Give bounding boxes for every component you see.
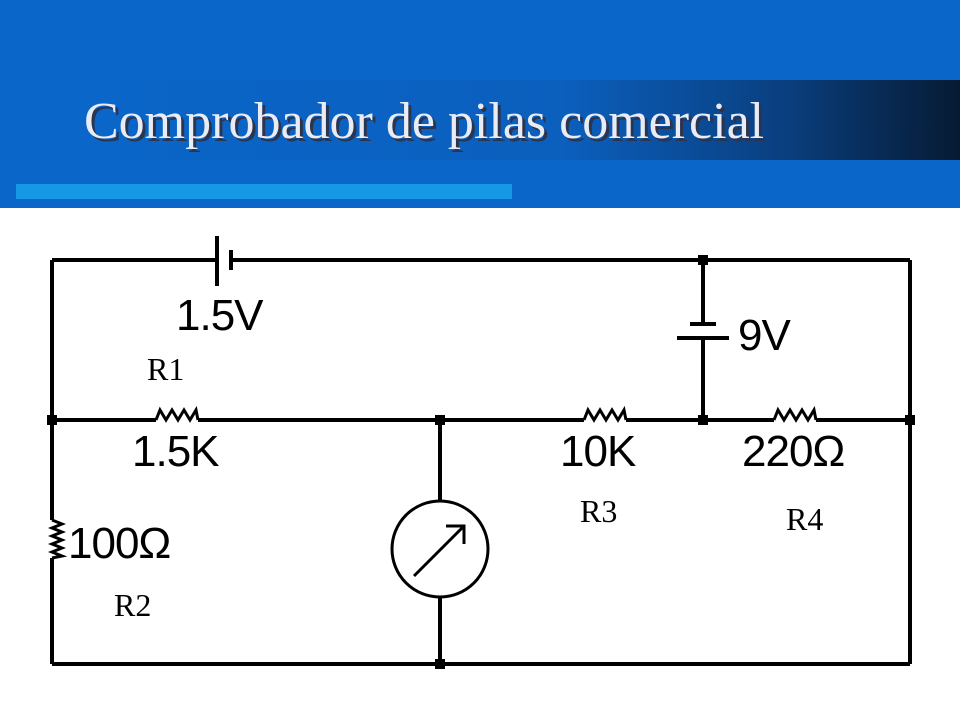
battery-9v-value: 9V xyxy=(738,311,791,360)
r1-value: 1.5K xyxy=(132,427,219,476)
r2-value: 100Ω xyxy=(68,519,170,568)
r4-label: R4 xyxy=(786,501,823,537)
junction-meter-top xyxy=(435,415,445,425)
junction-meter-bottom xyxy=(435,659,445,669)
resistor-r3 xyxy=(582,405,628,423)
circuit-diagram: 1.5V 9V 1.5K R1 10K R3 220Ω R4 100Ω R2 xyxy=(47,236,915,669)
junction-top-9v xyxy=(698,255,708,265)
r2-label: R2 xyxy=(114,587,151,623)
battery-9v xyxy=(677,260,729,420)
junction-right xyxy=(905,415,915,425)
resistor-r2 xyxy=(47,518,68,560)
ammeter-icon xyxy=(390,499,490,599)
title-band xyxy=(80,80,960,160)
resistor-r1 xyxy=(154,405,200,423)
accent-bar xyxy=(16,184,512,199)
junction-mid-9v xyxy=(698,415,708,425)
r3-label: R3 xyxy=(580,493,617,529)
junction-left xyxy=(47,415,57,425)
battery-1-5v-value: 1.5V xyxy=(176,291,264,340)
r3-value: 10K xyxy=(560,427,636,476)
r4-value: 220Ω xyxy=(742,427,844,476)
slide-title: Comprobador de pilas comercial xyxy=(84,93,765,150)
r1-label: R1 xyxy=(147,351,184,387)
battery-1-5v xyxy=(215,236,233,286)
resistor-r4 xyxy=(772,405,818,423)
